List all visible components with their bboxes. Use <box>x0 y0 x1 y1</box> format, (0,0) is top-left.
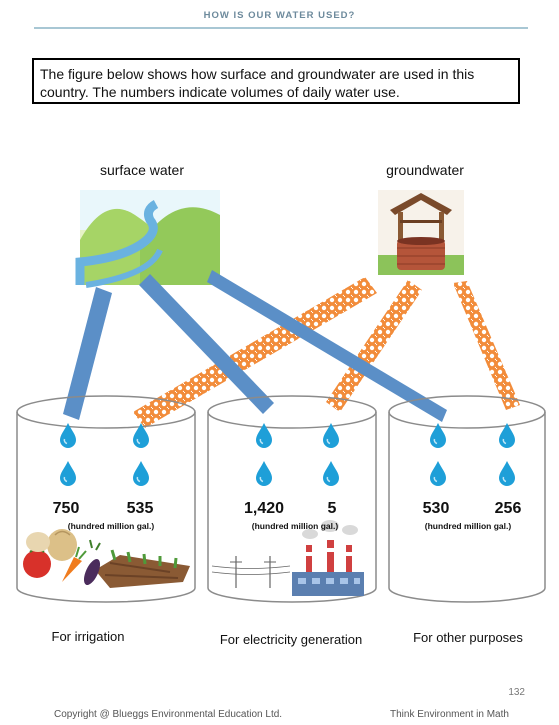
electricity-caption: For electricity generation <box>219 632 363 647</box>
surface-water-label: surface water <box>99 162 185 178</box>
copyright-text: Copyright @ Blueggs Environmental Educat… <box>54 709 283 720</box>
other-unit: (hundred million gal.) <box>424 521 512 531</box>
irrigation-surface-value: 750 <box>52 500 80 517</box>
tank-irrigation <box>16 395 196 603</box>
power-plant-image <box>211 520 364 596</box>
electricity-surface-value: 1,420 <box>243 500 285 517</box>
intro-text: The figure below shows how surface and g… <box>32 58 520 104</box>
irrigation-caption: For irrigation <box>51 629 125 644</box>
surface-water-image <box>75 190 220 288</box>
electricity-unit: (hundred million gal.) <box>251 521 339 531</box>
header-rule <box>34 27 528 29</box>
other-surface-value: 530 <box>422 500 450 517</box>
water-drops <box>59 422 516 486</box>
well-image <box>378 190 464 275</box>
vegetables-image <box>23 529 190 588</box>
other-ground-value: 256 <box>494 500 522 517</box>
groundwater-label: groundwater <box>386 162 464 178</box>
irrigation-ground-value: 535 <box>126 500 154 517</box>
page-header: HOW IS OUR WATER USED? <box>203 10 356 21</box>
groundwater-pipes <box>133 277 520 428</box>
book-title: Think Environment in Math <box>390 709 509 720</box>
other-caption: For other purposes <box>413 630 523 645</box>
electricity-ground-value: 5 <box>327 500 337 517</box>
irrigation-unit: (hundred million gal.) <box>67 521 155 531</box>
page-number: 132 <box>508 687 525 698</box>
surface-water-pipes <box>63 270 447 422</box>
tank-other <box>388 395 546 603</box>
tank-electricity <box>207 395 377 603</box>
